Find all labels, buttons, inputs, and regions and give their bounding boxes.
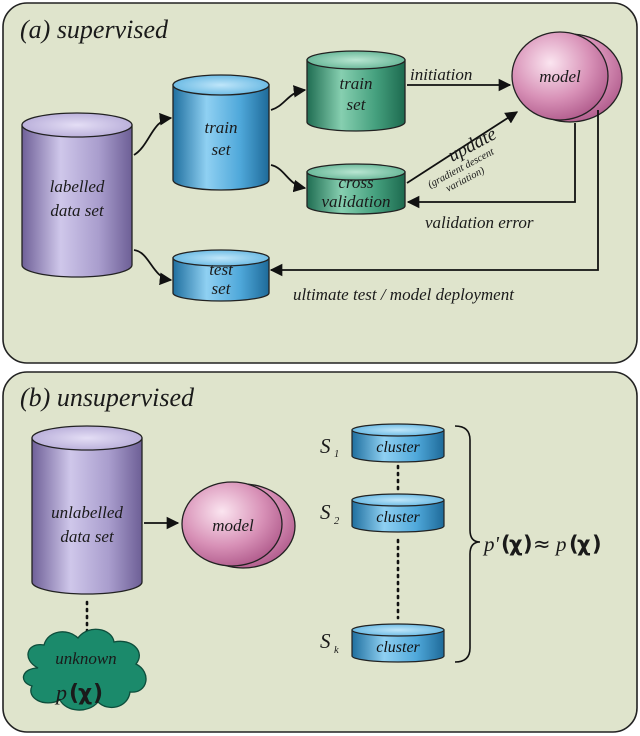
edge-train-to-subset [270, 85, 307, 111]
cluster-k: cluster [351, 623, 445, 663]
cluster-2: cluster [351, 493, 445, 533]
s1-subscript: 1 [334, 449, 339, 460]
cluster-1: cluster [351, 423, 445, 463]
cross-validation-cylinder: cross validation [306, 163, 406, 215]
validation-error-label: validation error [425, 213, 534, 232]
approx-operator: ≈ [533, 532, 551, 556]
initiation-label: initiation [410, 65, 472, 84]
cluster-1-label: cluster [376, 439, 420, 456]
s1-symbol: S [320, 434, 331, 458]
approx-rhs: p [554, 532, 567, 556]
sk-symbol: S [320, 629, 331, 653]
edge-validation-error [406, 123, 576, 209]
cloud-chi-symbol: χ [78, 681, 92, 706]
s2-subscript: 2 [334, 516, 340, 527]
cloud-chi-paren-open: ( [69, 681, 79, 706]
edge-train-to-cv [270, 164, 307, 193]
panel-b-title: (b) unsupervised [20, 383, 195, 412]
ultimate-test-label: ultimate test / model deployment [293, 285, 515, 304]
model-a-label: model [539, 67, 581, 86]
edge-labelled-to-test [133, 249, 173, 286]
model-a-node: model [511, 31, 623, 123]
cluster-bracket [454, 425, 481, 663]
panel-b [2, 371, 638, 733]
unknown-distribution-cloud: unknown p ( χ ) [22, 628, 147, 711]
model-b-node: model [181, 481, 296, 569]
cross-validation-label-1: cross [338, 173, 374, 192]
approx-rhs-paren-close: ) [592, 532, 602, 556]
test-set-label-1: test [209, 260, 234, 279]
train-set-label-2: set [212, 140, 232, 159]
edge-labelled-to-train [133, 112, 173, 156]
approx-lhs: p' [482, 532, 500, 556]
labelled-label-1: labelled [50, 177, 105, 196]
train-set-label-1: train [204, 118, 237, 137]
unlabelled-label-2: data set [60, 527, 115, 546]
train-set-cylinder: train set [172, 74, 270, 191]
unknown-label: unknown [55, 649, 116, 668]
approx-lhs-paren-open: ( [501, 532, 511, 556]
approx-rhs-chi: χ [577, 532, 591, 556]
edge-ultimate-test [269, 110, 599, 277]
labelled-label-2: data set [50, 201, 105, 220]
cloud-p-symbol: p [54, 680, 67, 705]
sk-subscript: k [334, 645, 339, 656]
cluster-k-label: cluster [376, 639, 420, 656]
model-b-label: model [212, 516, 254, 535]
unlabelled-data-set-cylinder: unlabelled data set [31, 425, 143, 595]
approx-rhs-paren-open: ( [569, 532, 579, 556]
approx-lhs-chi: χ [509, 532, 523, 556]
labelled-data-set-cylinder: labelled data set [21, 112, 133, 278]
cloud-chi-paren-close: ) [93, 681, 103, 706]
cluster-2-label: cluster [376, 509, 420, 526]
edge-update [406, 111, 519, 184]
test-set-label-2: set [212, 279, 232, 298]
train-subset-label-2: set [347, 95, 367, 114]
panel-a-title: (a) supervised [20, 15, 169, 44]
test-set-cylinder: test set [172, 249, 270, 302]
s2-symbol: S [320, 500, 331, 524]
unlabelled-label-1: unlabelled [51, 503, 123, 522]
train-subset-cylinder: train set [306, 50, 406, 132]
train-subset-label-1: train [339, 74, 372, 93]
cross-validation-label-2: validation [322, 192, 391, 211]
approx-lhs-paren-close: ) [523, 532, 533, 556]
